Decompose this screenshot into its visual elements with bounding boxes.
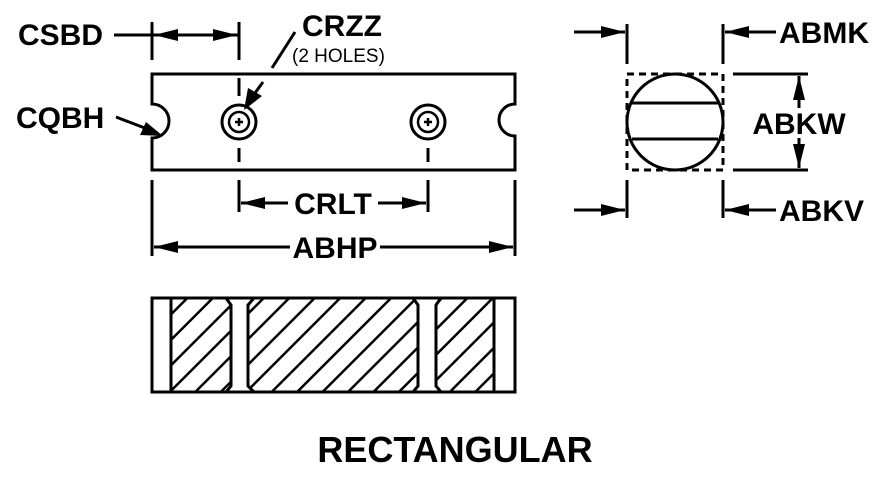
part-outline: [150, 72, 517, 172]
top-view: [150, 72, 517, 172]
dimension-csbd: CSBD: [18, 19, 241, 60]
callout-cqbh: CQBH: [16, 102, 163, 136]
dimension-abkv: ABKV: [574, 180, 864, 228]
end-circle: [625, 72, 725, 172]
label-crlt: CRLT: [294, 188, 372, 221]
hole-left: [220, 103, 258, 141]
dimension-crlt: CRLT: [237, 180, 430, 221]
label-crzz-note: (2 HOLES): [292, 46, 385, 67]
label-abkw: ABKW: [752, 108, 846, 141]
dimension-abkw: ABKW: [733, 72, 846, 172]
label-cqbh: CQBH: [16, 102, 104, 135]
drawing-title: RECTANGULAR: [317, 429, 592, 470]
label-abhp: ABHP: [292, 232, 377, 265]
callout-crzz: CRZZ (2 HOLES): [244, 10, 385, 110]
label-crzz: CRZZ: [302, 10, 382, 43]
dimension-abmk: ABMK: [574, 17, 869, 64]
hatched-region-left: [169, 296, 233, 394]
section-view: [150, 296, 517, 394]
label-abkv: ABKV: [779, 195, 864, 228]
hole-right: [409, 103, 447, 141]
dimension-abhp: ABHP: [150, 180, 517, 265]
end-view: [625, 72, 725, 172]
hatched-region-center: [246, 296, 420, 394]
label-abmk: ABMK: [779, 17, 869, 50]
label-csbd: CSBD: [18, 19, 103, 52]
hatched-region-right: [434, 296, 496, 394]
